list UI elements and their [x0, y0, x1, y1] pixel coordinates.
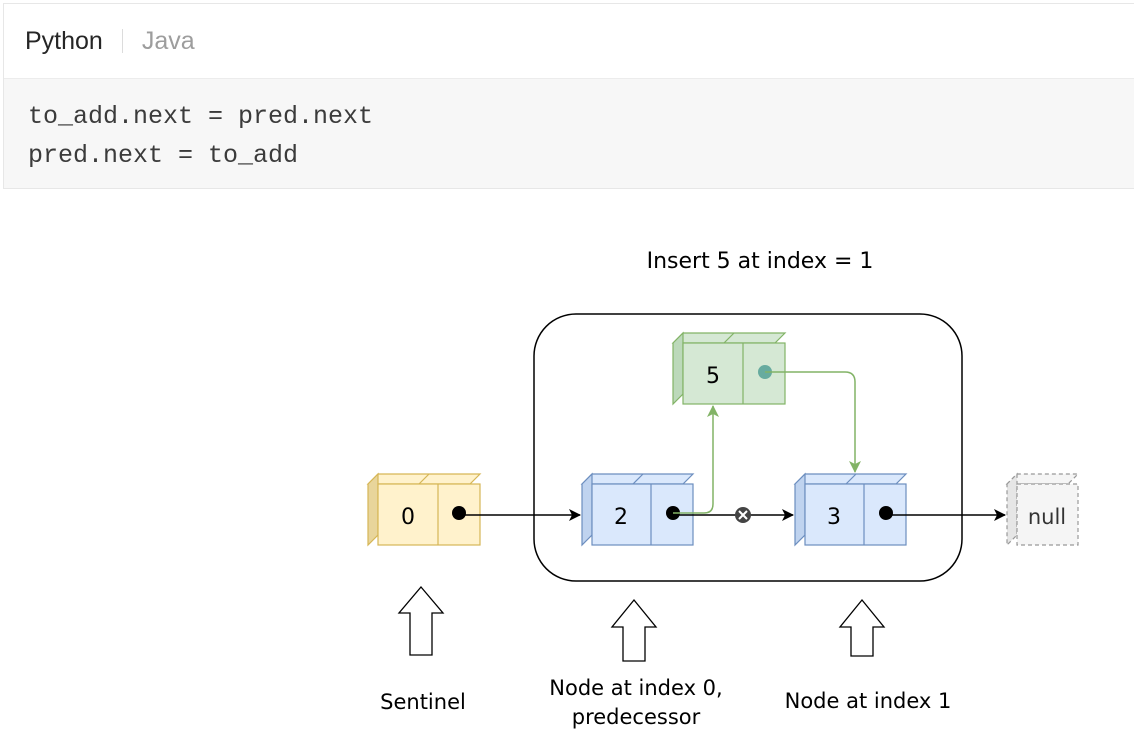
arrow-pred-to-new: [673, 405, 719, 514]
sentinel-pointer-dot: [452, 506, 466, 520]
code-block: to_add.next = pred.next pred.next = to_a…: [4, 79, 1134, 188]
next-value: 3: [827, 505, 841, 530]
caption-pred-line1: Node at index 0,: [549, 676, 722, 700]
pred-node: 2: [580, 472, 695, 547]
code-line-2: pred.next = to_add: [28, 141, 299, 170]
pred-value: 2: [614, 505, 628, 530]
caption-pred-line2: predecessor: [572, 705, 701, 729]
sentinel-value: 0: [401, 505, 415, 530]
up-arrow-icon: [838, 598, 886, 657]
insertion-region: [533, 313, 963, 582]
diagram-title: Insert 5 at index = 1: [647, 249, 874, 274]
caption-next: Node at index 1: [785, 689, 952, 713]
code-panel: Python Java to_add.next = pred.next pred…: [3, 3, 1134, 189]
code-line-1: to_add.next = pred.next: [28, 102, 374, 131]
new-value: 5: [706, 364, 720, 389]
language-tabs: Python Java: [4, 4, 1134, 79]
up-arrow-icon: [610, 598, 658, 662]
up-arrow-icon: [397, 585, 445, 656]
arrow-new-to-next: [765, 371, 861, 473]
next-pointer-dot: [879, 506, 893, 520]
cross-icon: [735, 507, 751, 523]
new-node: 5: [671, 331, 787, 406]
tab-java[interactable]: Java: [141, 26, 195, 55]
sentinel-node: 0: [366, 472, 482, 547]
caption-sentinel: Sentinel: [380, 690, 466, 714]
null-node: null: [1005, 472, 1080, 547]
tab-divider: [121, 29, 123, 53]
next-node: 3: [793, 472, 908, 547]
tab-python[interactable]: Python: [25, 26, 103, 55]
null-value: null: [1028, 505, 1066, 529]
